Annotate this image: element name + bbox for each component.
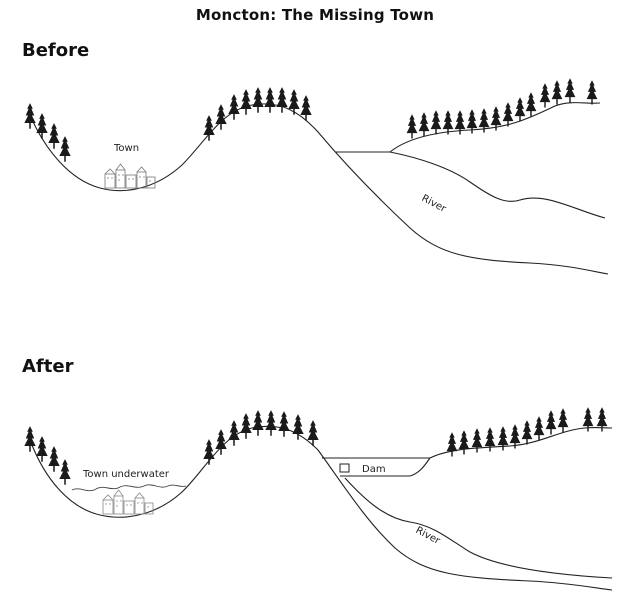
pine-tree-icon [240, 89, 252, 115]
pine-tree-icon [24, 426, 36, 452]
town-buildings-icon [104, 163, 156, 189]
after-water-surface [71, 484, 187, 492]
pine-tree-icon [586, 80, 598, 105]
pine-tree-icon [276, 87, 288, 113]
pine-tree-icon [203, 439, 215, 465]
pine-tree-icon [265, 410, 277, 436]
pine-tree-icon [252, 410, 264, 436]
after-dam-lower-line [340, 457, 431, 477]
pine-tree-icon [458, 430, 470, 455]
pine-tree-icon [278, 411, 290, 437]
pine-tree-icon [514, 97, 526, 122]
before-heading: Before [22, 40, 90, 61]
diagram-title: Moncton: The Missing Town [195, 6, 435, 24]
after-river-label: River [414, 525, 443, 547]
pine-tree-icon [240, 413, 252, 439]
pine-tree-icon [228, 420, 240, 446]
pine-tree-icon [48, 446, 60, 472]
before-terrain-line [29, 103, 609, 275]
pine-tree-icon [551, 80, 563, 105]
pine-tree-icon [406, 114, 418, 139]
pine-tree-icon [564, 78, 576, 103]
pine-tree-icon [288, 89, 300, 115]
dam-gate-icon [339, 463, 350, 473]
pine-tree-icon [48, 123, 60, 149]
pine-tree-icon [252, 87, 264, 113]
after-heading: After [22, 356, 74, 377]
before-river-label: River [420, 193, 449, 215]
pine-tree-icon [545, 410, 557, 435]
pine-tree-icon [533, 416, 545, 441]
pine-tree-icon [442, 110, 454, 135]
pine-tree-icon [525, 92, 537, 117]
after-terrain-line [29, 425, 613, 591]
after-town-label: Town underwater [82, 469, 170, 480]
before-scene: Town River [24, 78, 609, 275]
before-right-hill-line [389, 102, 601, 153]
pine-tree-icon [203, 115, 215, 141]
pine-tree-icon [430, 110, 442, 135]
pine-tree-icon [36, 113, 48, 139]
pine-tree-icon [418, 112, 430, 137]
after-scene: Town underwater Dam River [24, 407, 613, 591]
after-right-hill-line [429, 427, 613, 459]
pine-tree-icon [228, 94, 240, 120]
pine-tree-icon [557, 408, 569, 433]
before-river-top-bank [336, 151, 606, 219]
pine-tree-icon [59, 459, 71, 485]
pine-tree-icon [502, 102, 514, 127]
town-buildings-icon [102, 489, 154, 515]
pine-tree-icon [446, 432, 458, 457]
pine-tree-icon [264, 87, 276, 113]
after-river-top-bank [344, 477, 613, 579]
before-town-label: Town [113, 143, 139, 154]
dam-label: Dam [362, 464, 386, 475]
pine-tree-icon [521, 420, 533, 445]
pine-tree-icon [539, 83, 551, 108]
pine-tree-icon [59, 136, 71, 162]
pine-tree-icon [292, 414, 304, 440]
